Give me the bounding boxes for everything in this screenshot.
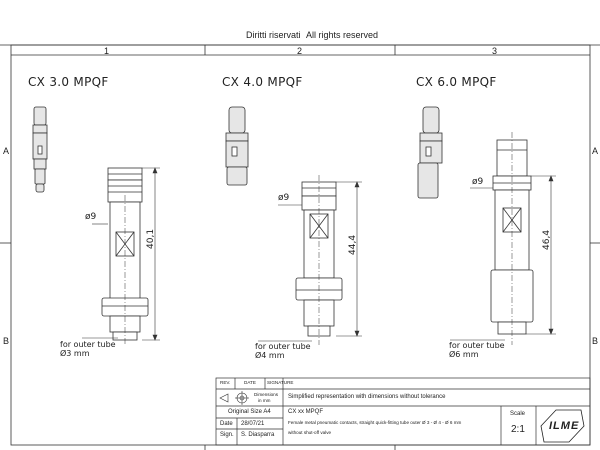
description-line-2: without shut-off valve — [288, 430, 332, 435]
part-2-title: CX 4.0 MPQF — [222, 75, 303, 89]
part-1-title: CX 3.0 MPQF — [28, 75, 109, 89]
part-3-dimensions — [450, 175, 556, 341]
sign-value: S. Diasparra — [241, 432, 275, 438]
rights-reserved-it: Diritti riservati — [246, 30, 301, 40]
sign-key: Sign. — [220, 432, 234, 438]
company-logo — [540, 409, 585, 443]
part-1-tube-note: for outer tube Ø3 mm — [60, 340, 116, 358]
grid-row-a-right: A — [592, 146, 599, 156]
grid-column-1: 1 — [104, 46, 110, 56]
part-3-title: CX 6.0 MPQF — [416, 75, 497, 89]
logo-text: ILME — [549, 420, 580, 432]
part-code: CX xx MPQF — [288, 409, 324, 415]
part-2-length: 44,4 — [348, 234, 358, 255]
dimensions-label: Dimensions — [254, 392, 278, 397]
scale-value: 2:1 — [511, 424, 525, 435]
projection-symbol — [219, 391, 249, 405]
part-3-tube-note: for outer tube Ø6 mm — [449, 341, 505, 359]
part-2-tube-note: for outer tube Ø4 mm — [255, 342, 311, 360]
date-label: DATE — [244, 380, 256, 385]
part-2-small-view — [225, 106, 249, 186]
date-value: 28/07/21 — [241, 421, 265, 427]
description-line-1: Female metal pneumatic contacts, straigh… — [288, 420, 462, 425]
title-block-frame — [215, 377, 591, 446]
part-3-main-view — [490, 132, 534, 345]
signature-label: SIGNATURE — [267, 380, 294, 385]
grid-row-a-left: A — [3, 146, 10, 156]
part-3-small-view — [417, 106, 443, 199]
grid-column-3: 3 — [492, 46, 498, 56]
original-size: Original Size A4 — [228, 409, 271, 415]
rev-label: REV. — [220, 380, 231, 385]
part-2-main-view — [295, 175, 343, 345]
part-2-dimensions — [258, 181, 362, 342]
rights-reserved-en: All rights reserved — [306, 30, 379, 40]
part-1-main-view — [101, 167, 149, 345]
part-1-length: 40,1 — [146, 228, 156, 249]
part-1-diameter: ø9 — [85, 212, 97, 222]
grid-row-b-right: B — [592, 336, 599, 346]
date-key: Date — [220, 421, 233, 427]
part-2-diameter: ø9 — [278, 193, 290, 203]
part-3-diameter: ø9 — [472, 177, 484, 187]
dimensions-unit: in mm — [258, 398, 271, 403]
scale-label: Scale — [510, 411, 526, 417]
part-3-length: 46,4 — [542, 229, 552, 250]
part-1-small-view — [32, 106, 48, 193]
grid-column-2: 2 — [297, 46, 303, 56]
grid-row-b-left: B — [3, 336, 10, 346]
representation-note: Simplified representation with dimension… — [288, 394, 446, 400]
part-1-dimensions — [82, 167, 160, 341]
